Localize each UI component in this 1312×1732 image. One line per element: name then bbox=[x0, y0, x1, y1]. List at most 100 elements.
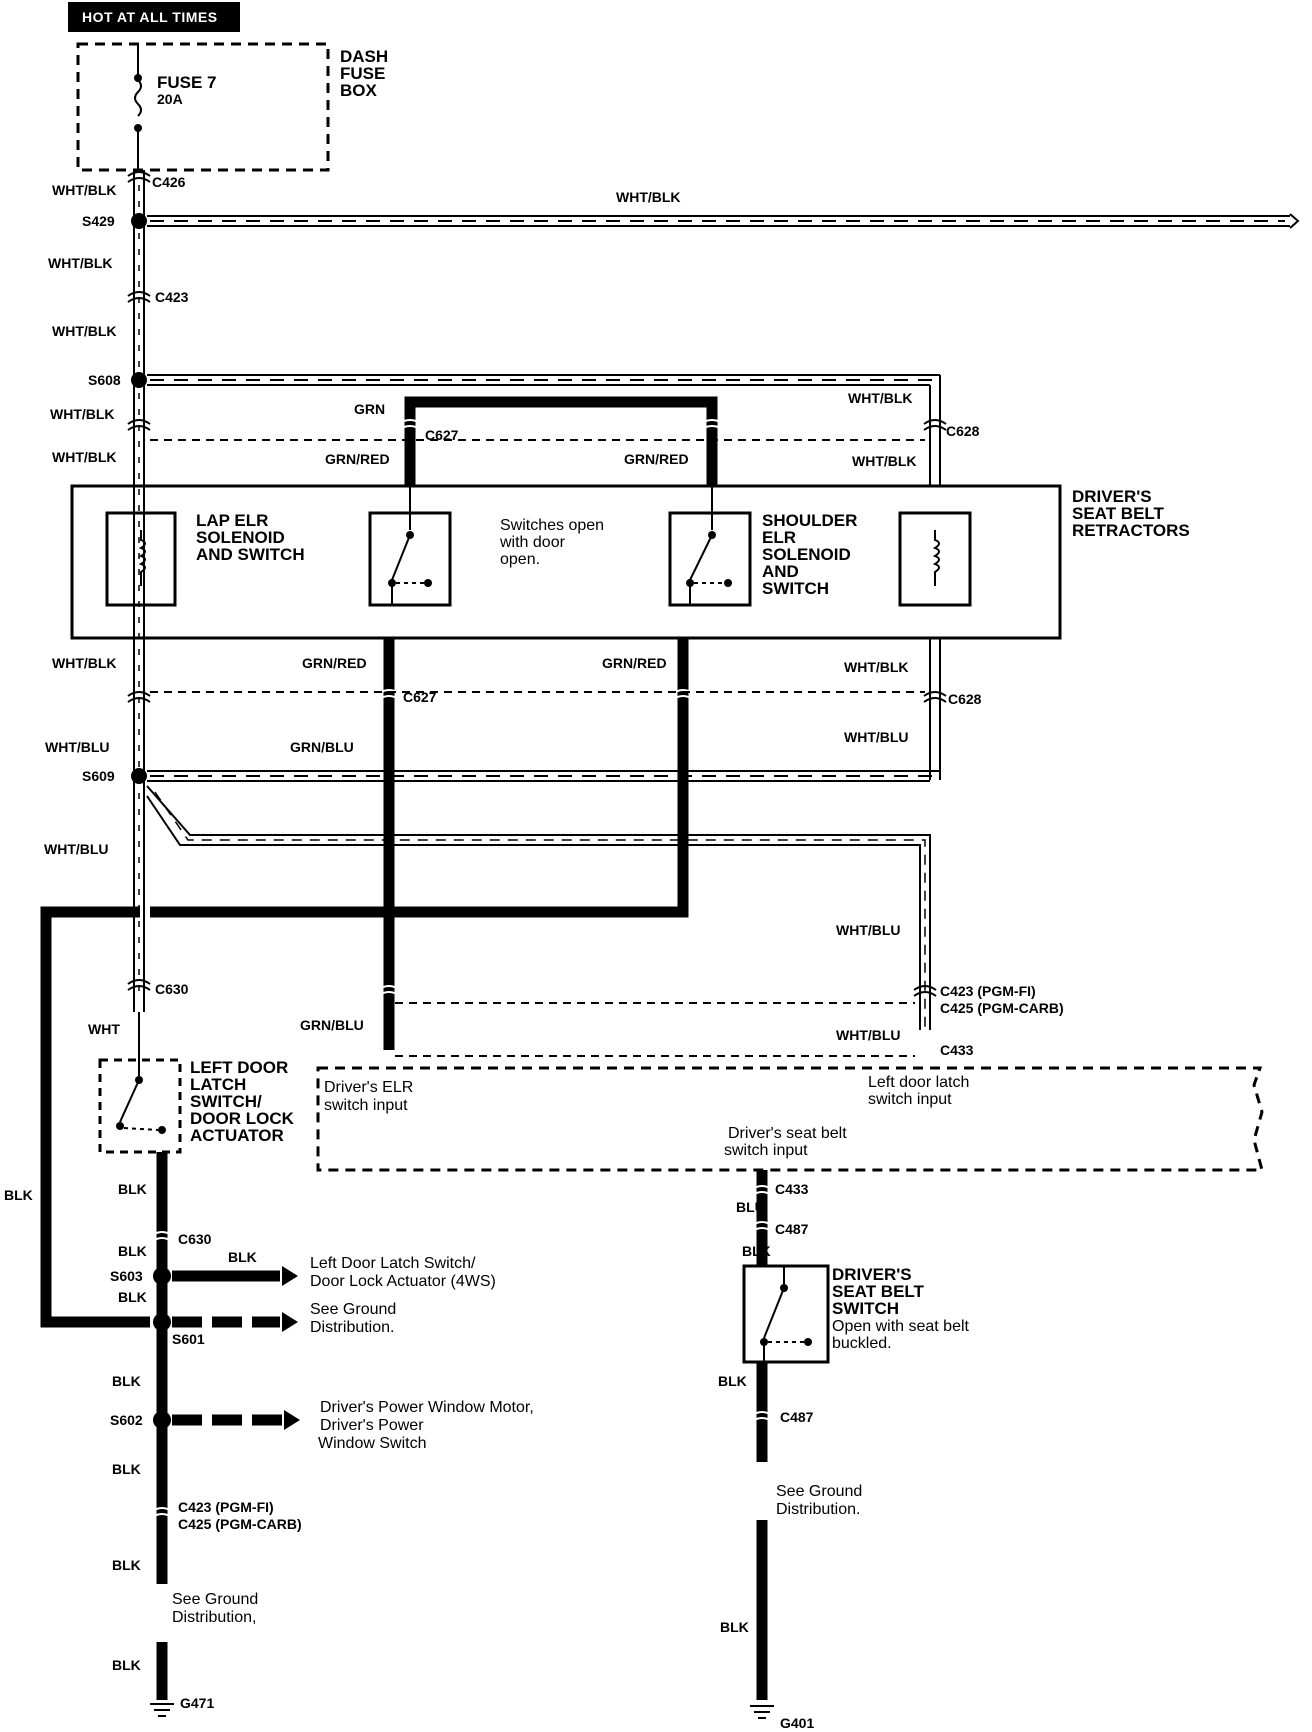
fuse-box-name-3: BOX bbox=[340, 81, 378, 100]
wire-label: BLK bbox=[4, 1187, 33, 1203]
latch-input-label-2: switch input bbox=[868, 1091, 952, 1108]
wire-label: WHT/BLK bbox=[50, 406, 115, 422]
connector-c487: C487 bbox=[775, 1221, 809, 1237]
wire-label: GRN/BLU bbox=[300, 1017, 364, 1033]
belt-switch-note-1: Open with seat belt bbox=[832, 1318, 970, 1335]
splice-s602-dot bbox=[153, 1411, 171, 1429]
arrow-icon bbox=[282, 1266, 298, 1286]
ground-icon bbox=[150, 1703, 174, 1717]
dash-fuse-box: DASH FUSE BOX FUSE 7 20A bbox=[76, 42, 388, 172]
belt-input-label-2: switch input bbox=[724, 1142, 808, 1159]
wire-label: WHT/BLU bbox=[44, 841, 109, 857]
blk-loop-wire bbox=[40, 906, 150, 1328]
grn-loop-wire bbox=[397, 396, 725, 486]
ground-ref-1: See Ground bbox=[172, 1591, 258, 1608]
wire-label: WHT/BLK bbox=[52, 655, 117, 671]
wire-label: GRN/RED bbox=[302, 655, 367, 671]
belt-switch-label-2: SEAT BELT bbox=[832, 1282, 925, 1301]
ground-ref-1: See Ground bbox=[310, 1301, 396, 1318]
shoulder-label-2: ELR bbox=[762, 528, 796, 547]
ground-ref-2: Distribution. bbox=[776, 1501, 860, 1518]
elr-input-label-2: switch input bbox=[324, 1097, 408, 1114]
retractor-note-3: open. bbox=[500, 551, 540, 568]
connector-c630: C630 bbox=[178, 1231, 212, 1247]
s603-ref-2: Door Lock Actuator (4WS) bbox=[310, 1273, 496, 1290]
lap-label-3: AND SWITCH bbox=[196, 545, 305, 564]
wire-label: BLK bbox=[718, 1373, 747, 1389]
svg-text:HOT AT ALL TIMES: HOT AT ALL TIMES bbox=[82, 9, 218, 25]
main-feed-wire bbox=[133, 170, 145, 1012]
ground-g471: G471 bbox=[180, 1695, 214, 1711]
wire-label: WHT/BLK bbox=[52, 323, 117, 339]
wire-label: WHT/BLK bbox=[616, 189, 681, 205]
lap-solenoid-box bbox=[105, 511, 177, 607]
switch-icon bbox=[686, 486, 732, 605]
s602-ref-3: Window Switch bbox=[318, 1435, 426, 1452]
wire-label: WHT/BLU bbox=[836, 1027, 901, 1043]
s602-ref-1: Driver's Power Window Motor, bbox=[320, 1399, 534, 1416]
fuse-box-name-1: DASH bbox=[340, 47, 388, 66]
retractors-title-3: RETRACTORS bbox=[1072, 521, 1190, 540]
ground-ref-1: See Ground bbox=[776, 1483, 862, 1500]
s429-branch-wire bbox=[147, 213, 1300, 229]
lap-label-1: LAP ELR bbox=[196, 511, 268, 530]
wire-label: WHT/BLK bbox=[52, 449, 117, 465]
door-latch-label-5: ACTUATOR bbox=[190, 1126, 284, 1145]
wire-label: BLK bbox=[228, 1249, 257, 1265]
connector-c630: C630 bbox=[155, 981, 189, 997]
splice-s429-dot bbox=[131, 213, 147, 229]
wire-label: BLK bbox=[720, 1619, 749, 1635]
fuse-element-icon bbox=[134, 79, 142, 117]
wire-label: BLK bbox=[112, 1557, 141, 1573]
wire-label: GRN bbox=[354, 401, 385, 417]
door-latch-label-1: LEFT DOOR bbox=[190, 1058, 288, 1077]
connector-c627: C627 bbox=[425, 427, 459, 443]
shoulder-label-4: AND bbox=[762, 562, 799, 581]
splice-s429: S429 bbox=[82, 213, 115, 229]
splice-s601: S601 bbox=[172, 1331, 205, 1347]
s603-ref-1: Left Door Latch Switch/ bbox=[310, 1255, 476, 1272]
shoulder-switch-box bbox=[668, 511, 752, 607]
wire-label: WHT/BLU bbox=[45, 739, 110, 755]
door-latch-label-2: LATCH bbox=[190, 1075, 246, 1094]
splice-s608-dot bbox=[131, 372, 147, 388]
ground-icon bbox=[750, 1705, 774, 1719]
splice-s603-dot bbox=[153, 1267, 171, 1285]
wire-label: BLK bbox=[118, 1289, 147, 1305]
splice-s609: S609 bbox=[82, 768, 115, 784]
splice-s608: S608 bbox=[88, 372, 121, 388]
connector-c433: C433 bbox=[940, 1042, 974, 1058]
wire-label: BLK bbox=[742, 1243, 771, 1259]
connector-c628: C628 bbox=[948, 691, 982, 707]
splice-s609-dot bbox=[131, 768, 147, 784]
splice-s603: S603 bbox=[110, 1268, 143, 1284]
belt-switch-note-2: buckled. bbox=[832, 1335, 892, 1352]
splice-s601-dot bbox=[153, 1313, 171, 1331]
wire-label: WHT/BLK bbox=[48, 255, 113, 271]
connector-marks-left bbox=[127, 171, 151, 991]
arrow-icon bbox=[284, 1410, 300, 1430]
fuse-box-name-2: FUSE bbox=[340, 64, 385, 83]
wire-label: BLK bbox=[118, 1181, 147, 1197]
wire-label: GRN/RED bbox=[325, 451, 390, 467]
belt-switch-label-1: DRIVER'S bbox=[832, 1265, 912, 1284]
wire-label: WHT/BLK bbox=[852, 453, 917, 469]
ground-ref-2b: Distribution, bbox=[172, 1609, 256, 1626]
door-latch-label-3: SWITCH/ bbox=[190, 1092, 262, 1111]
wire-label: BLU bbox=[736, 1199, 765, 1215]
retractor-note-1: Switches open bbox=[500, 517, 604, 534]
wire-label: WHT bbox=[88, 1021, 120, 1037]
s609-branch-wires bbox=[146, 770, 940, 1030]
solenoid-coil-icon bbox=[138, 530, 146, 586]
latch-input-label-1: Left door latch bbox=[868, 1074, 969, 1091]
door-latch-label-4: DOOR LOCK bbox=[190, 1109, 295, 1128]
wire-label: GRN/RED bbox=[602, 655, 667, 671]
hot-at-all-times-banner: HOT AT ALL TIMES bbox=[68, 2, 240, 32]
ground-g401: G401 bbox=[780, 1715, 814, 1731]
s602-ref-2: Driver's Power bbox=[320, 1417, 424, 1434]
shoulder-label-3: SOLENOID bbox=[762, 545, 851, 564]
retractor-note-2: with door bbox=[499, 534, 566, 551]
wire-label: GRN/BLU bbox=[290, 739, 354, 755]
retractors-title-1: DRIVER'S bbox=[1072, 487, 1152, 506]
